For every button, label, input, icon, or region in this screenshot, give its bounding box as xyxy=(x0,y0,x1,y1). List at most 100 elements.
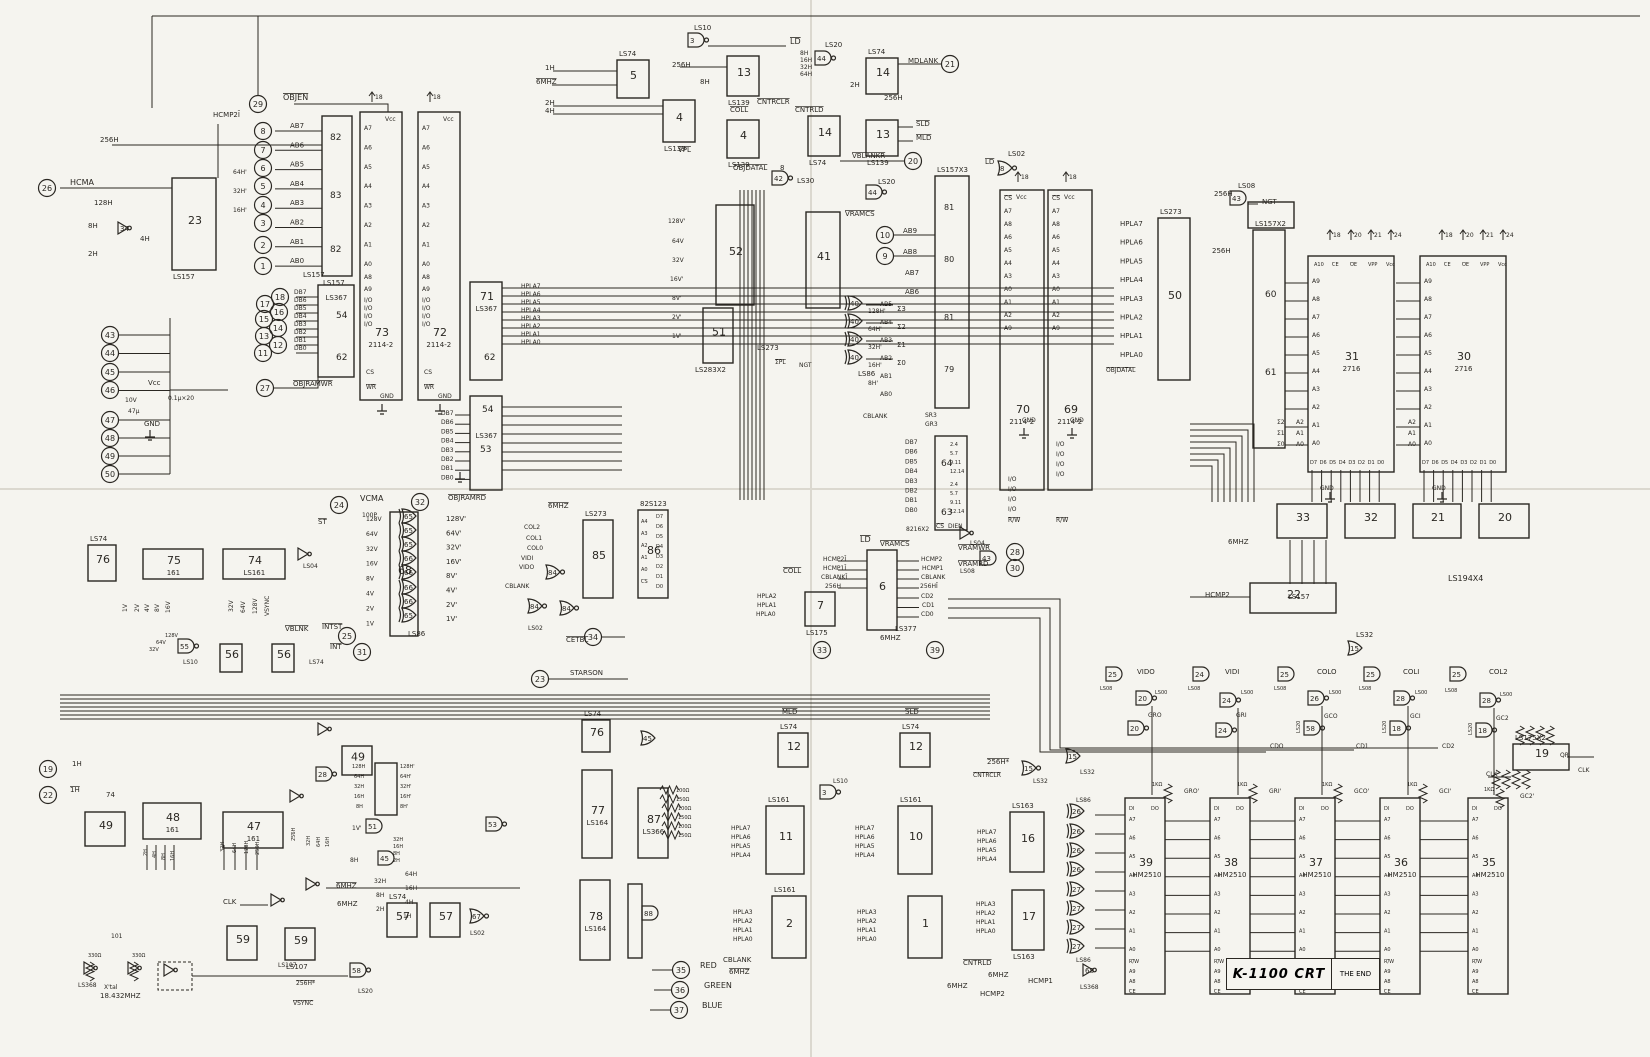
net-label: 150Ω xyxy=(678,815,692,821)
net-label: 64H' xyxy=(400,774,412,780)
pin-label: DB7 xyxy=(294,289,307,296)
chip-ref: 12 xyxy=(909,740,923,753)
gate-ref: 18 xyxy=(1392,725,1401,733)
net-label: 256H xyxy=(291,827,297,841)
net-label: Vcc xyxy=(148,379,161,387)
resistor xyxy=(661,811,682,823)
net-label: 2H xyxy=(88,250,98,258)
connector-pin-9 xyxy=(875,246,895,266)
wire xyxy=(948,617,1266,753)
chip-ref: 22 xyxy=(1287,588,1301,601)
gate-and-24: 24 xyxy=(1192,666,1210,682)
chip-ref: 17 xyxy=(1022,910,1036,923)
net-label: GCO xyxy=(1324,713,1338,720)
pin-label: HPLA2 xyxy=(733,918,753,925)
chip-ref: 38 xyxy=(1224,856,1238,869)
net-label: SLD xyxy=(905,708,919,716)
connector-pin-39 xyxy=(925,640,945,660)
pin-label: 16V' xyxy=(446,558,462,566)
net-label: 2V' xyxy=(672,314,682,321)
pin-label: HPLA6 xyxy=(855,834,875,841)
net-label: LS00 xyxy=(1155,690,1167,696)
chip-85 xyxy=(582,519,614,599)
net-label: Vcc xyxy=(1064,194,1075,201)
connector-pin-number: 2 xyxy=(260,241,265,250)
connector-pin-number: 4 xyxy=(260,201,265,210)
net-label: 12.14 xyxy=(950,509,964,515)
vcc-arrow-icon xyxy=(1326,229,1334,240)
net-label: 8V xyxy=(154,603,161,612)
ground-symbol-icon xyxy=(455,472,465,483)
net-label: 1KΩ xyxy=(1322,782,1332,788)
pin-label: A7 xyxy=(1052,208,1060,215)
pin-label: DB6 xyxy=(441,419,454,426)
pin-label: A2 xyxy=(1424,404,1432,411)
gate-ref: 26 xyxy=(1310,695,1319,703)
chip-part-number: LS74 xyxy=(619,50,637,58)
chip-ref: 6 xyxy=(879,580,886,593)
pin-label: D4 xyxy=(1339,460,1346,466)
resistor xyxy=(1544,725,1556,746)
gate-inv xyxy=(317,721,332,737)
vcc-pin-number: 18 xyxy=(1333,232,1341,239)
chip-part-number: LS367 xyxy=(476,305,498,313)
pin-label: A9 xyxy=(1472,969,1479,975)
gate-ref: 27 xyxy=(1072,943,1081,951)
net-label: VPL xyxy=(678,146,691,154)
net-label: 6MHZ xyxy=(988,971,1009,979)
net-label: 62 xyxy=(336,353,347,363)
pin-label: A5 xyxy=(1214,854,1221,860)
net-label: A0 xyxy=(1408,441,1416,448)
gate-xor-27: 27 xyxy=(1066,919,1085,935)
net-label: VBLNK xyxy=(285,625,309,633)
connector-pin-number: 36 xyxy=(675,986,685,995)
connector-pin-45 xyxy=(100,362,120,382)
chip-ref: 59 xyxy=(294,934,308,947)
net-label: 256H xyxy=(672,61,691,69)
gate-ref: 55 xyxy=(180,643,189,651)
net-label: VBLANKR xyxy=(852,152,885,160)
gate-ref: 88 xyxy=(644,910,653,918)
chip-72 xyxy=(417,111,461,401)
net-label: AB5 xyxy=(880,301,892,308)
gate-ref: 8 xyxy=(1000,165,1004,173)
connector-pin-5 xyxy=(253,176,273,196)
pin-label: A8 xyxy=(422,274,430,281)
net-label: 256H* xyxy=(296,980,315,987)
net-label: 100P xyxy=(362,512,377,519)
net-label: 64H xyxy=(316,837,322,847)
vcc-pin-number: 18 xyxy=(433,94,441,101)
pin-label: HPLA2 xyxy=(521,323,541,330)
connector-pin-number: 31 xyxy=(357,648,367,657)
pin-label: A9 xyxy=(1384,969,1391,975)
net-label: LS74 xyxy=(309,659,324,666)
net-label: VRAMCS xyxy=(845,210,875,218)
connector-pin-36 xyxy=(670,980,690,1000)
pin-label: D2 xyxy=(1470,460,1477,466)
net-label: 256H xyxy=(1212,247,1231,255)
chip-part-number: LS366 xyxy=(643,828,665,836)
chip-part-number: LS163 xyxy=(1012,802,1034,810)
net-label: CS xyxy=(641,579,648,585)
connector-pin-1 xyxy=(253,256,273,276)
net-label: 18.432MHZ xyxy=(100,992,141,1000)
connector-pin-50 xyxy=(100,464,120,484)
vcc-pin-number: 18 xyxy=(375,94,383,101)
chip-part-number: 161 xyxy=(166,826,179,834)
gate-ref: 42 xyxy=(774,175,783,183)
net-label: 32H xyxy=(306,836,312,846)
pin-label: DB4 xyxy=(294,313,307,320)
net-label: 128V' xyxy=(668,218,686,225)
chip-7 xyxy=(804,591,836,627)
chip-part-number: LS175X2 xyxy=(1515,734,1546,742)
net-label: CD1 xyxy=(922,602,935,609)
gate-ref: 68 xyxy=(1085,967,1094,975)
net-label: VSYNC xyxy=(264,596,271,616)
gate-inv xyxy=(305,876,320,892)
pin-label: DI xyxy=(1129,806,1134,812)
net-label: Σ2 xyxy=(897,323,906,331)
gate-and-25: 25 xyxy=(1449,666,1467,682)
net-label: LS86 xyxy=(1076,797,1091,804)
net-label: A3 xyxy=(641,531,648,537)
connector-pin-11 xyxy=(253,343,273,363)
